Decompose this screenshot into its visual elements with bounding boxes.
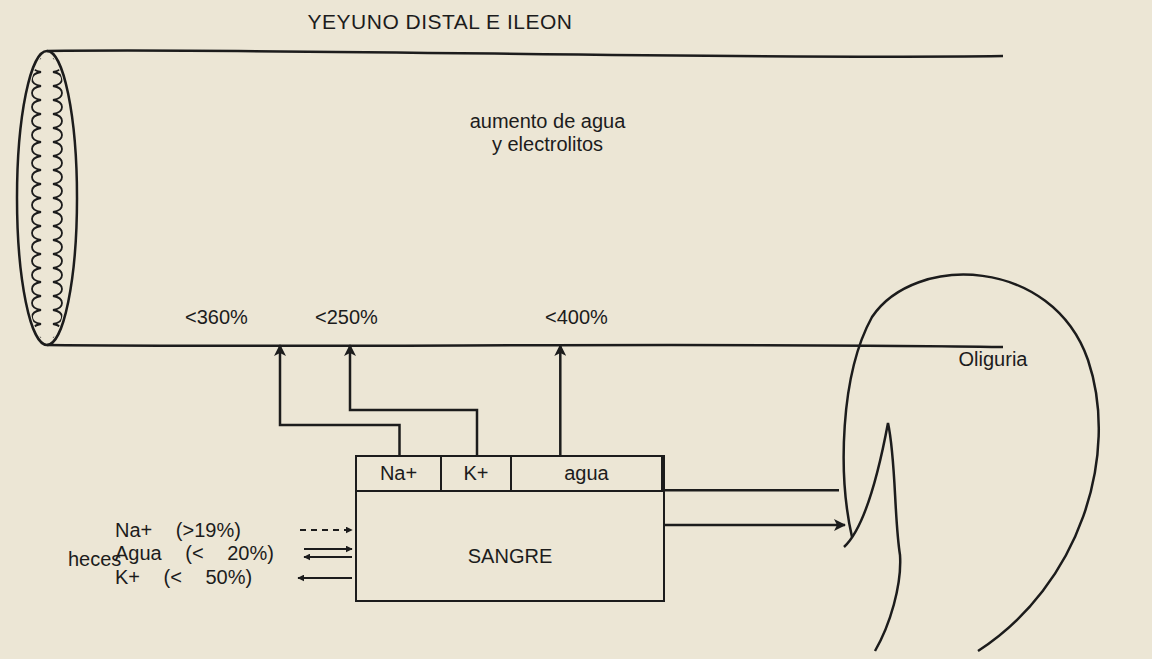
water-in-arrow bbox=[304, 548, 352, 550]
water-cell: agua bbox=[512, 457, 663, 492]
flow-arrow bbox=[665, 524, 845, 527]
sodium-loss-arrow bbox=[300, 529, 352, 531]
intestine-tube: aumento de agua y electrolitos bbox=[15, 48, 1005, 348]
outline-part bbox=[844, 275, 1099, 651]
loss-value: Na+ (>19%) bbox=[115, 519, 241, 542]
water-out-arrow bbox=[304, 556, 352, 558]
kidney-outline bbox=[830, 255, 1105, 655]
percent-value: <400% bbox=[545, 306, 608, 329]
box-title: SANGRE bbox=[357, 545, 663, 568]
process-note: aumento de agua y electrolitos bbox=[465, 110, 630, 156]
outline-part bbox=[32, 58, 41, 338]
kidney-label: Oliguria bbox=[938, 348, 1048, 371]
outline-part bbox=[32, 58, 62, 338]
flow-arrow bbox=[665, 489, 839, 492]
outline-part bbox=[53, 58, 62, 338]
outline-part bbox=[17, 51, 77, 345]
percent-value: <360% bbox=[185, 306, 248, 329]
flow-arrow bbox=[350, 345, 477, 457]
diagram-title: YEYUNO DISTAL E ILEON bbox=[250, 10, 630, 34]
percent-value: <250% bbox=[315, 306, 378, 329]
intestine-tube-outline bbox=[15, 48, 1005, 348]
cell-label: Na+ bbox=[380, 462, 417, 485]
outline-part bbox=[844, 423, 900, 651]
kidney: Oliguria bbox=[830, 255, 1105, 655]
flow-arrow bbox=[280, 345, 400, 457]
blood-box: SANGRE Na+ K+ agua bbox=[355, 455, 665, 602]
outline-part bbox=[47, 51, 1003, 57]
ion-cell: K+ bbox=[442, 457, 512, 492]
potassium-loss-arrow bbox=[298, 577, 352, 579]
stool-label: heces bbox=[68, 548, 121, 571]
ion-cell: Na+ bbox=[357, 457, 442, 492]
loss-value: K+ (< 50%) bbox=[115, 566, 252, 589]
cell-label: K+ bbox=[463, 462, 488, 485]
cell-label: agua bbox=[564, 462, 609, 485]
flow-arrow bbox=[559, 345, 562, 457]
loss-value: Agua (< 20%) bbox=[115, 542, 274, 565]
